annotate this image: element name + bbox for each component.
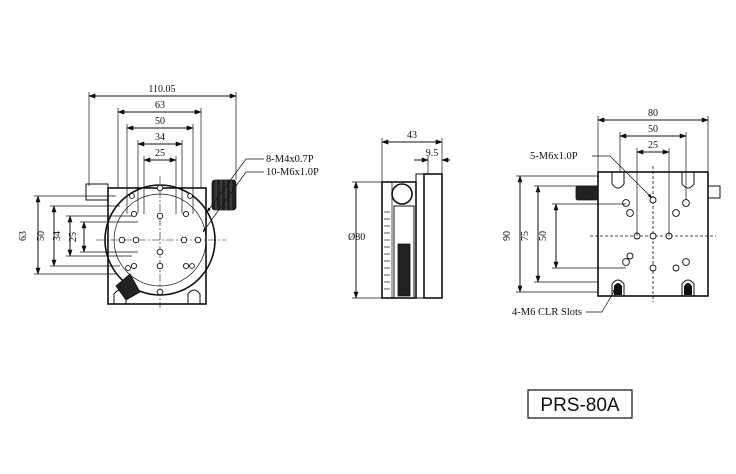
front-hole [156, 248, 164, 256]
dim-label-v25: 25 [68, 232, 79, 242]
right-hole [649, 264, 657, 272]
dim-label-v63: 63 [18, 231, 29, 241]
right-hole [649, 196, 657, 204]
front-hole [130, 210, 138, 218]
callout-leader-5m6 [592, 155, 653, 199]
dim-label-r50: 50 [648, 124, 658, 135]
front-hole [182, 262, 190, 270]
right-hole [622, 258, 630, 266]
right-hole [622, 199, 630, 207]
front-hole [182, 210, 190, 218]
model-label: PRS-80A [540, 395, 620, 416]
front-hole [130, 262, 138, 270]
callout-leader-m4 [206, 158, 264, 213]
right-hole [672, 264, 680, 272]
side-plate-gap [415, 173, 425, 299]
dim-label-80: 80 [648, 108, 658, 119]
dim-label-25: 25 [155, 148, 165, 159]
front-view: 110.05 63 50 34 25 63 50 34 25 [18, 84, 319, 308]
dim-label-r25: 25 [648, 140, 658, 151]
front-hole [189, 263, 195, 269]
front-hole [156, 184, 164, 192]
front-hole [129, 193, 135, 199]
dim-label-34: 34 [155, 132, 165, 143]
front-hole [118, 236, 126, 244]
front-lock-lever [115, 273, 141, 301]
front-knob-left [85, 183, 109, 201]
side-scale-block [393, 205, 415, 299]
dim-label-v50r: 50 [538, 231, 549, 241]
right-view: 80 50 25 90 75 50 5-M6x1.0P 4-M6 CLR Slo… [502, 108, 721, 318]
right-slot-tr [681, 172, 695, 189]
front-hole [132, 236, 140, 244]
dim-label-63: 63 [155, 100, 165, 111]
front-hole [156, 288, 164, 296]
callout-leader-slots [586, 287, 617, 313]
dim-label-110.05: 110.05 [148, 84, 175, 95]
right-hole [649, 232, 657, 240]
side-knob-end [391, 183, 413, 205]
callout-m6: 10-M6x1.0P [266, 167, 319, 178]
front-hole [180, 236, 188, 244]
right-hole [626, 252, 634, 260]
right-slot-tl [611, 172, 625, 189]
callout-5m6: 5-M6x1.0P [530, 151, 578, 162]
right-hole [682, 258, 690, 266]
side-scale-ticks [384, 211, 411, 297]
right-slot-br [681, 279, 695, 296]
right-slot-bl [611, 279, 625, 296]
dim-label-50: 50 [155, 116, 165, 127]
front-hole [156, 262, 164, 270]
callout-slots: 4-M6 CLR Slots [512, 307, 582, 318]
dim-label-43: 43 [407, 130, 417, 141]
dim-label-v50: 50 [36, 231, 47, 241]
model-label-box: PRS-80A [527, 389, 633, 419]
right-hole [682, 199, 690, 207]
front-micrometer-knob [211, 179, 237, 211]
side-top-plate [423, 173, 443, 299]
dim-label-v34: 34 [52, 231, 63, 241]
front-hole [156, 212, 164, 220]
dim-label-v90: 90 [502, 231, 513, 241]
front-hole [187, 193, 193, 199]
dim-label-9.5: 9.5 [426, 148, 439, 159]
front-hole [194, 236, 202, 244]
front-slot-right [187, 289, 201, 304]
right-knob-stub [707, 185, 721, 199]
callout-leader-m6 [202, 171, 264, 233]
callout-m4: 8-M4x0.7P [266, 154, 314, 165]
side-vernier [397, 243, 411, 297]
dim-label-v75: 75 [520, 231, 531, 241]
right-micrometer-knob [575, 185, 599, 201]
right-hole [626, 209, 634, 217]
dim-label-dia80: Ø80 [348, 232, 365, 243]
front-hole [125, 265, 131, 271]
right-hole [672, 209, 680, 217]
side-view: 43 9.5 Ø80 [348, 130, 450, 299]
